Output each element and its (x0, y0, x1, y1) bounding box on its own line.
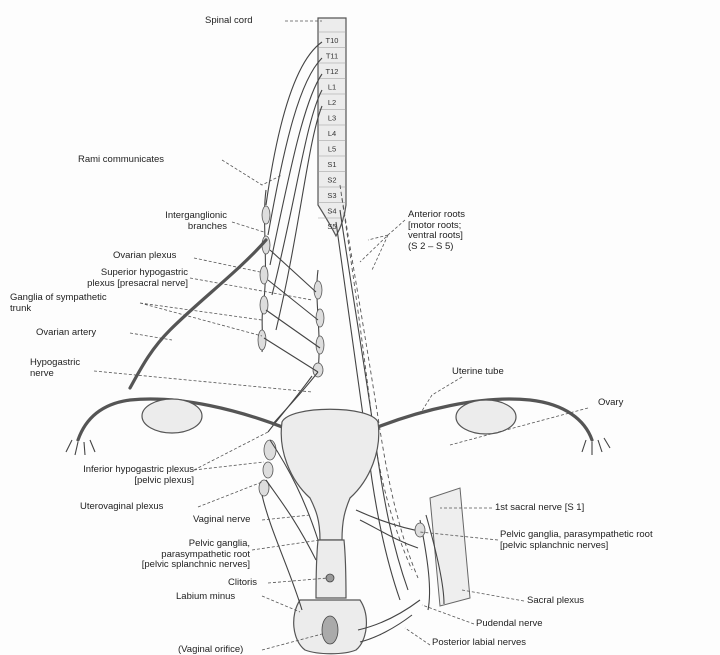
label-hypogastric-nerve: Hypogastric nerve (30, 358, 80, 379)
anterior-root-2 (342, 198, 418, 578)
label-gst-line-1: Ganglia of sympathetic (10, 293, 107, 304)
sacral-plexus (430, 488, 470, 606)
segment-label-s4: S4 (327, 207, 336, 216)
label-pgr-line-1: Pelvic ganglia, parasympathetic root (500, 530, 653, 541)
label-vaginal-nerve: Vaginal nerve (193, 515, 250, 526)
segment-label-l4: L4 (328, 129, 336, 138)
label-ovarian-plexus: Ovarian plexus (113, 251, 176, 262)
label-pudendal-nerve: Pudendal nerve (476, 619, 543, 630)
anterior-root-1 (340, 185, 412, 570)
vaginal-orifice-shape (322, 616, 338, 644)
label-uterovaginal-plexus: Uterovaginal plexus (80, 502, 163, 513)
segment-label-l5: L5 (328, 145, 336, 154)
segment-label-t12: T12 (326, 67, 339, 76)
rami-to-trunk (264, 250, 320, 372)
label-uterine-tube: Uterine tube (452, 367, 504, 378)
label-clitoris: Clitoris (228, 578, 257, 589)
label-pgr-line-2: [pelvic splanchnic nerves] (500, 541, 653, 552)
label-ovarian-artery: Ovarian artery (36, 328, 96, 339)
label-pelvic-ganglia-right: Pelvic ganglia, parasympathetic root [pe… (500, 530, 653, 551)
label-anterior-roots: Anterior roots [motor roots; ventral roo… (408, 210, 465, 252)
label-interganglionic-line-1: Interganglionic (127, 211, 227, 222)
label-superior-hypogastric-plexus: Superior hypogastric plexus [presacral n… (60, 268, 188, 289)
label-first-sacral-nerve: 1st sacral nerve [S 1] (495, 503, 584, 514)
ramus-t10 (266, 42, 322, 205)
pelvic-plexus (259, 440, 276, 496)
segment-label-s3: S3 (327, 191, 336, 200)
label-pgl-line-3: [pelvic splanchnic nerves] (110, 560, 250, 571)
ramus-t12 (270, 74, 322, 265)
label-hypogastric-line-2: nerve (30, 369, 80, 380)
label-interganglionic-branches: Interganglionic branches (127, 211, 227, 232)
posterior-labial-nerve (360, 615, 412, 642)
segment-label-s2: S2 (327, 176, 336, 185)
label-shp-line-1: Superior hypogastric (60, 268, 188, 279)
label-rami-communicantes: Rami communicates (78, 155, 164, 166)
label-ar-line-4: (S 2 – S 5) (408, 242, 465, 253)
fimbriae-right (582, 438, 610, 455)
label-labium-minus: Labium minus (176, 592, 235, 603)
pelvic-ganglion-right (415, 523, 425, 537)
segment-label-t10: T10 (326, 36, 339, 45)
segment-label-l2: L2 (328, 98, 336, 107)
segment-label-l3: L3 (328, 114, 336, 123)
label-ganglia-sympathetic-trunk: Ganglia of sympathetic trunk (10, 293, 107, 314)
label-interganglionic-line-2: branches (127, 222, 227, 233)
ganglia-left (258, 206, 270, 350)
ovary-left (142, 399, 202, 433)
label-shp-line-2: plexus [presacral nerve] (60, 279, 188, 290)
label-ihp-line-1: Inferior hypogastric plexus (28, 465, 194, 476)
clitoris-shape (326, 574, 334, 582)
fimbriae-left (66, 440, 95, 455)
ramus-l1 (272, 90, 322, 295)
label-spinal-cord: Spinal cord (205, 16, 253, 27)
label-ovary: Ovary (598, 398, 623, 409)
vagina (316, 540, 346, 598)
uterus (281, 409, 379, 540)
segment-label-t11: T11 (326, 52, 338, 61)
ovary-right (456, 400, 516, 434)
label-ar-line-3: ventral roots] (408, 231, 465, 242)
label-gst-line-2: trunk (10, 304, 107, 315)
pudendal-nerve (358, 600, 420, 630)
label-vaginal-orifice: (Vaginal orifice) (178, 645, 243, 655)
label-ar-line-1: Anterior roots (408, 210, 465, 221)
segment-label-l1: L1 (328, 83, 336, 92)
label-ihp-line-2: [pelvic plexus] (28, 476, 194, 487)
segment-label-s1: S1 (327, 160, 336, 169)
label-posterior-labial-nerves: Posterior labial nerves (432, 638, 526, 649)
label-sacral-plexus: Sacral plexus (527, 596, 584, 607)
segment-label-s5: S5 (327, 222, 336, 231)
ovarian-artery (130, 240, 266, 388)
label-pelvic-ganglia-left: Pelvic ganglia, parasympathetic root [pe… (110, 539, 250, 571)
label-pgl-line-1: Pelvic ganglia, (110, 539, 250, 550)
label-hypogastric-line-1: Hypogastric (30, 358, 80, 369)
label-inferior-hypogastric-plexus: Inferior hypogastric plexus [pelvic plex… (28, 465, 194, 486)
